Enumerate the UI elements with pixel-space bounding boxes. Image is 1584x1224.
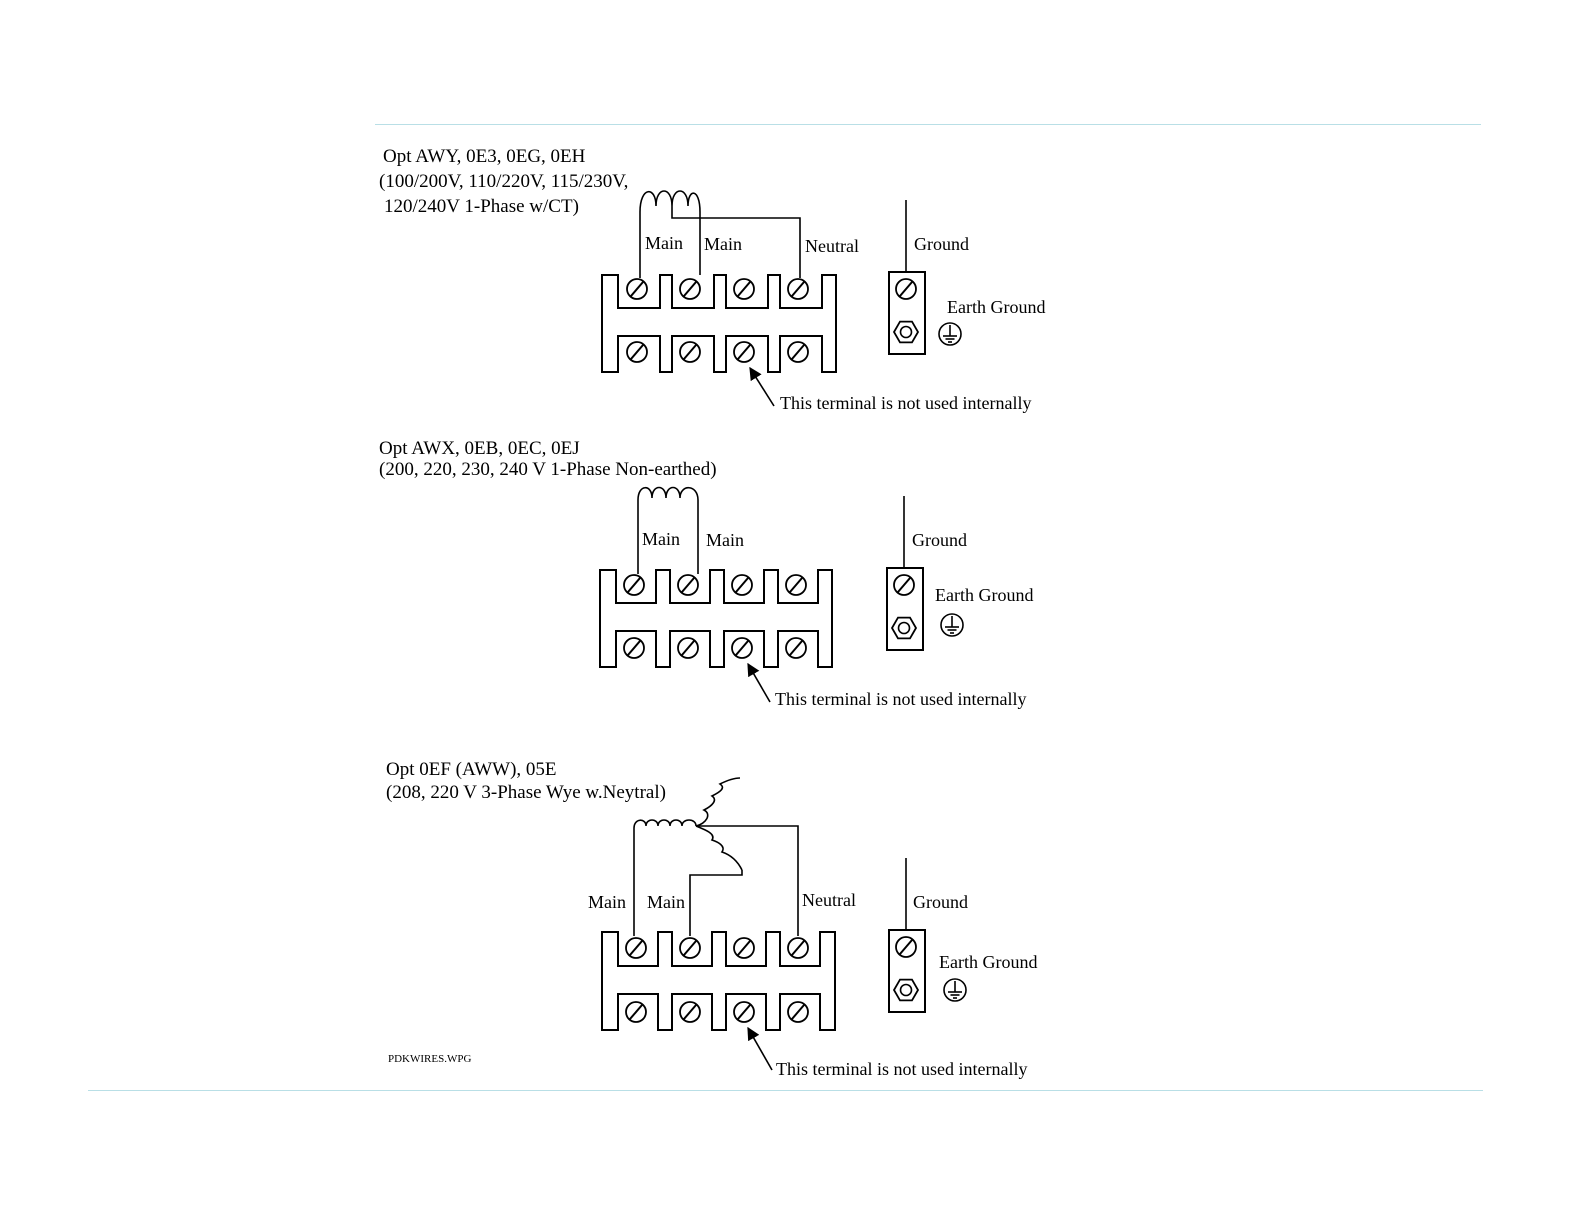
section-1-transformer-coil: [639, 190, 701, 213]
section-1-label-main-2: Main: [704, 234, 742, 254]
section-3-note-arrow: [747, 1026, 773, 1071]
section-2-screw-bottom-4: [785, 637, 807, 659]
section-1-screw-top-4: [787, 278, 809, 300]
section-3-label-neutral: Neutral: [802, 890, 856, 910]
section-3-title-line-2: (208, 220 V 3-Phase Wye w.Neytral): [386, 782, 666, 803]
section-3-title-line-1: Opt 0EF (AWW), 05E: [386, 759, 557, 780]
section-3-coil-left: [633, 819, 697, 829]
section-1-screw-top-3: [733, 278, 755, 300]
section-3-screw-bottom-3: [733, 1001, 755, 1023]
section-1-label-neutral: Neutral: [805, 236, 859, 256]
section-1-wire-neutral: [671, 206, 801, 278]
section-2-label-earth-ground: Earth Ground: [935, 585, 1033, 605]
section-3-label-main-2: Main: [647, 892, 685, 912]
section-3-wire-neutral: [696, 825, 799, 936]
section-3-screw-bottom-1: [625, 1001, 647, 1023]
section-2-screw-top-3: [731, 574, 753, 596]
section-2-title-line-2: (200, 220, 230, 240 V 1-Phase Non-earthe…: [379, 459, 717, 480]
bottom-rule: [88, 1090, 1483, 1091]
section-awx: Opt AWX, 0EB, 0EC, 0EJ (200, 220, 230, 2…: [379, 438, 1033, 709]
section-2-ground-screw: [893, 574, 915, 596]
section-2-label-main-2: Main: [706, 530, 744, 550]
section-2-screw-bottom-3: [731, 637, 753, 659]
section-1-ground-block: [888, 271, 926, 355]
section-2-terminal-block: [599, 569, 833, 668]
section-3-note: This terminal is not used internally: [776, 1059, 1027, 1079]
section-1-label-earth-ground: Earth Ground: [947, 297, 1045, 317]
section-3-ground-block: [888, 929, 926, 1013]
section-1-title-line-2: (100/200V, 110/220V, 115/230V,: [379, 171, 628, 192]
section-1-screw-bottom-3: [733, 341, 755, 363]
section-2-label-main-1: Main: [642, 529, 680, 549]
section-2-ground-nut-icon: [890, 616, 918, 640]
section-3-screw-top-1: [625, 937, 647, 959]
section-3-label-ground: Ground: [913, 892, 968, 912]
section-aww: Opt 0EF (AWW), 05E (208, 220 V 3-Phase W…: [386, 759, 1037, 1079]
section-2-note: This terminal is not used internally: [775, 689, 1026, 709]
section-1-screw-bottom-4: [787, 341, 809, 363]
section-1-terminal-block: [601, 274, 837, 373]
section-2-transformer-coil: [637, 486, 699, 501]
section-2-note-arrow: [747, 662, 771, 703]
section-1-ground-nut-icon: [892, 320, 920, 344]
section-2-title-line-1: Opt AWX, 0EB, 0EC, 0EJ: [379, 438, 580, 459]
section-2-screw-top-1: [623, 574, 645, 596]
section-3-screw-top-2: [679, 937, 701, 959]
section-3-coil-upper: [695, 777, 741, 827]
section-2-label-ground: Ground: [912, 530, 967, 550]
section-3-screw-bottom-2: [679, 1001, 701, 1023]
section-2-earth-ground-icon: [940, 613, 964, 637]
section-1-ground-screw: [895, 278, 917, 300]
section-3-earth-ground-icon: [943, 978, 967, 1002]
top-rule: [375, 124, 1481, 125]
section-1-title-line-1: Opt AWY, 0E3, 0EG, 0EH: [383, 146, 586, 167]
section-3-label-earth-ground: Earth Ground: [939, 952, 1037, 972]
section-1-note-arrow: [749, 366, 775, 407]
section-1-screw-bottom-2: [679, 341, 701, 363]
section-3-ground-nut-icon: [892, 978, 920, 1002]
section-3-label-main-1: Main: [588, 892, 626, 912]
section-2-screw-top-4: [785, 574, 807, 596]
section-3-ground-screw: [895, 936, 917, 958]
section-1-label-ground: Ground: [914, 234, 969, 254]
section-1-earth-ground-icon: [938, 322, 962, 346]
section-1-note: This terminal is not used internally: [780, 393, 1031, 413]
section-2-ground-block: [886, 567, 924, 651]
section-3-coil-lower: [695, 825, 743, 871]
section-3-wire-main-2: [689, 870, 743, 936]
section-1-screw-bottom-1: [626, 341, 648, 363]
section-1-title-line-3: 120/240V 1-Phase w/CT): [384, 196, 579, 217]
section-awy: Opt AWY, 0E3, 0EG, 0EH (100/200V, 110/22…: [379, 146, 1045, 413]
section-2-screw-bottom-1: [623, 637, 645, 659]
section-3-screw-top-3: [733, 937, 755, 959]
footer-file-code: PDKWIRES.WPG: [388, 1053, 471, 1065]
section-3-terminal-block: [601, 931, 836, 1031]
section-1-screw-top-2: [679, 278, 701, 300]
section-3-screw-top-4: [787, 937, 809, 959]
section-3-screw-bottom-4: [787, 1001, 809, 1023]
section-1-label-main-1: Main: [645, 233, 683, 253]
section-1-screw-top-1: [626, 278, 648, 300]
section-2-screw-bottom-2: [677, 637, 699, 659]
section-2-screw-top-2: [677, 574, 699, 596]
